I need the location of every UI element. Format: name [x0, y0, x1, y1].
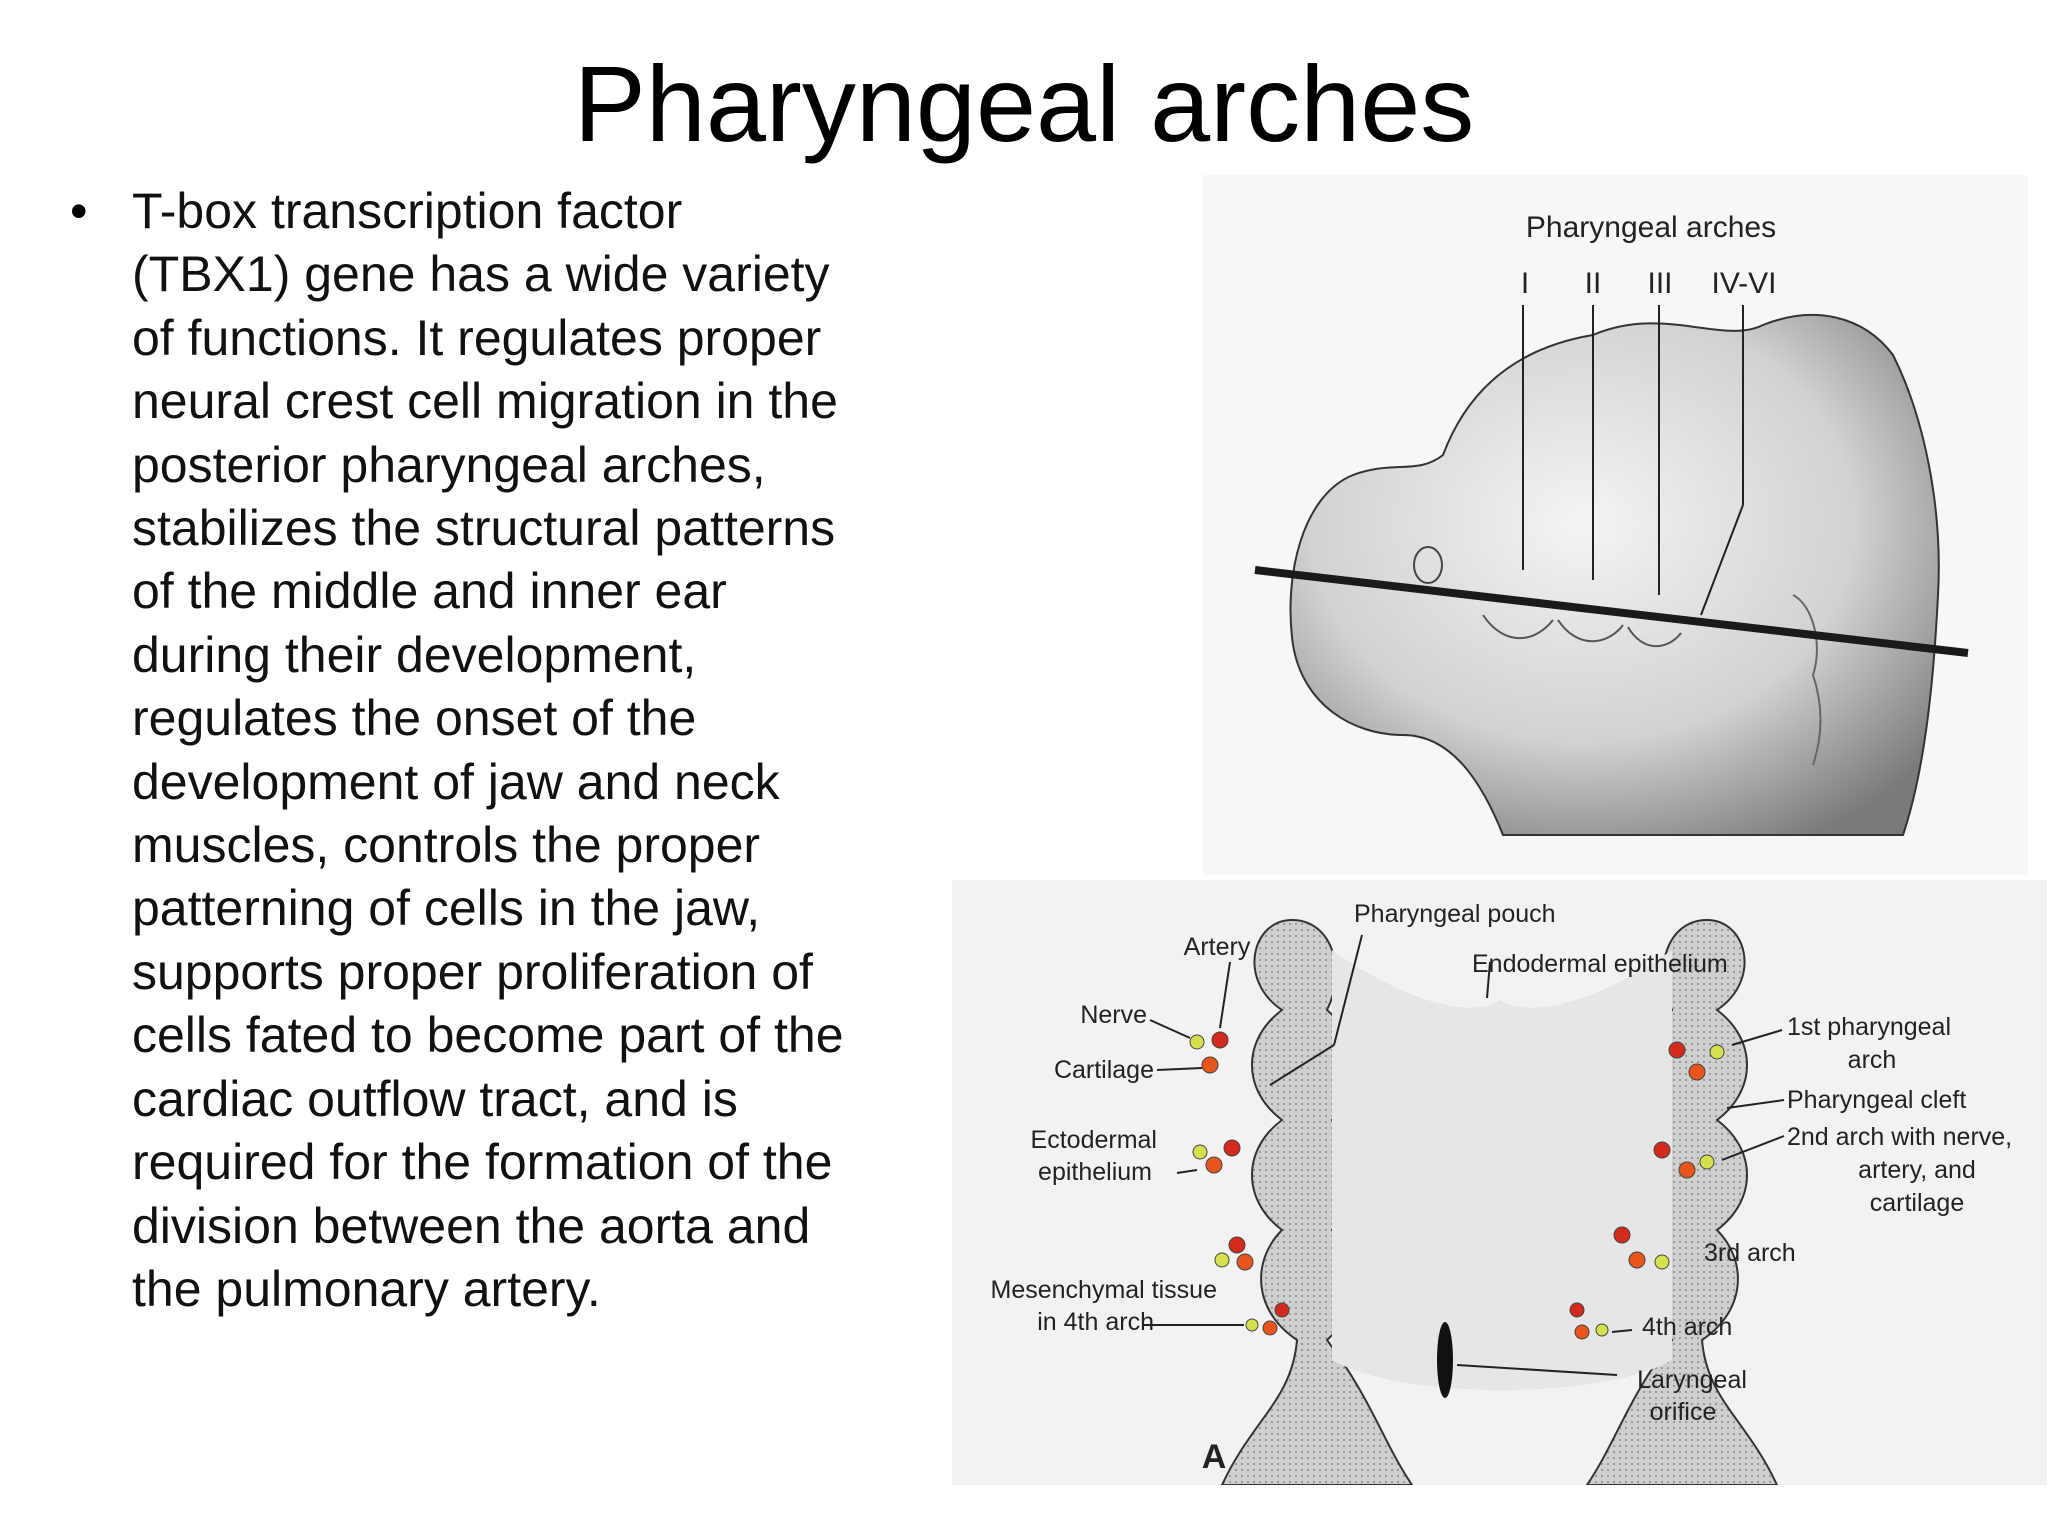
cartilage-dot	[1205, 1156, 1223, 1174]
leader-pouch-b	[1269, 1044, 1335, 1086]
cartilage-dot	[1262, 1320, 1278, 1336]
label-ectodermal: Ectodermal	[1031, 1126, 1157, 1154]
label-pharyngeal-pouch: Pharyngeal pouch	[1354, 900, 1556, 928]
cartilage-dot	[1574, 1324, 1590, 1340]
cartilage-dot	[1628, 1251, 1646, 1269]
arch-label-2: II	[1585, 267, 1602, 300]
leader-cartilage	[1156, 1067, 1203, 1071]
embryo-illustration: Pharyngeal arches I II III IV-VI	[1203, 175, 2028, 875]
pointer-arch-4b	[1700, 504, 1744, 616]
nerve-dot	[1699, 1154, 1715, 1170]
label-pharyngeal-cleft: Pharyngeal cleft	[1787, 1086, 1966, 1114]
leader-second-arch	[1721, 1135, 1785, 1161]
label-mesenchymal: Mesenchymal tissue	[991, 1276, 1217, 1304]
artery-dot	[1653, 1141, 1671, 1159]
embryo-body	[1289, 314, 1940, 836]
leader-fourth-arch	[1611, 1329, 1633, 1333]
nerve-dot	[1654, 1254, 1670, 1270]
bullet-text: T-box transcription factor (TBX1) gene h…	[132, 183, 844, 1317]
cartilage-dot	[1201, 1056, 1219, 1074]
artery-dot	[1211, 1031, 1229, 1049]
leader-nerve	[1149, 1019, 1191, 1039]
leader-ectoderm	[1176, 1169, 1198, 1174]
label-fourth-arch: 4th arch	[1642, 1313, 1732, 1341]
artery-dot	[1613, 1226, 1631, 1244]
nerve-dot	[1709, 1044, 1725, 1060]
label-artery: Artery	[1184, 933, 1251, 961]
label-orifice: orifice	[1650, 1398, 1717, 1426]
nerve-dot	[1214, 1252, 1230, 1268]
leader-cleft	[1726, 1099, 1785, 1109]
label-second-arch-2: artery, and	[1858, 1156, 1976, 1184]
embryo-figure: Pharyngeal arches I II III IV-VI	[1203, 175, 2028, 875]
nerve-dot	[1192, 1144, 1208, 1160]
embryo-heading: Pharyngeal arches	[1526, 211, 1776, 244]
arch-bulge-1	[1482, 614, 1554, 640]
label-first-arch-2: arch	[1848, 1046, 1897, 1074]
label-second-arch-3: cartilage	[1870, 1189, 1965, 1217]
label-laryngeal: Laryngeal	[1637, 1366, 1747, 1394]
otic-placode	[1413, 546, 1443, 584]
label-in-4th-arch: in 4th arch	[1037, 1308, 1154, 1336]
leader-laryngeal	[1456, 1364, 1618, 1376]
somites	[1792, 594, 1822, 766]
label-second-arch: 2nd arch with nerve,	[1787, 1123, 2012, 1151]
artery-dot	[1668, 1041, 1686, 1059]
laryngeal-orifice-shape	[1437, 1322, 1453, 1398]
artery-dot	[1228, 1236, 1246, 1254]
section-line	[1254, 566, 1969, 657]
leader-artery	[1219, 961, 1231, 1029]
leader-endoderm	[1486, 961, 1491, 999]
leader-pouch	[1333, 934, 1363, 1046]
label-third-arch: 3rd arch	[1704, 1239, 1796, 1267]
label-epithelium: epithelium	[1038, 1158, 1152, 1186]
arch-bulge-3	[1627, 626, 1682, 648]
artery-dot	[1274, 1302, 1290, 1318]
nerve-dot	[1245, 1318, 1259, 1332]
section-figure: Pharyngeal pouch Artery Endodermal epith…	[952, 880, 2047, 1486]
panel-letter: A	[1202, 1438, 1227, 1476]
cartilage-dot	[1236, 1253, 1254, 1271]
nerve-dot	[1189, 1034, 1205, 1050]
label-nerve: Nerve	[1080, 1001, 1147, 1029]
section-illustration: Pharyngeal pouch Artery Endodermal epith…	[952, 880, 2047, 1486]
arch-bulge-2	[1557, 619, 1624, 643]
label-first-arch: 1st pharyngeal	[1787, 1013, 1951, 1041]
slide-title: Pharyngeal arches	[573, 43, 1475, 164]
artery-dot	[1223, 1139, 1241, 1157]
arch-label-3: III	[1647, 267, 1672, 300]
cartilage-dot	[1678, 1161, 1696, 1179]
label-cartilage: Cartilage	[1054, 1056, 1154, 1084]
arch-label-1: I	[1521, 267, 1529, 300]
leader-first-arch	[1731, 1029, 1783, 1046]
nerve-dot	[1595, 1323, 1609, 1337]
bullet-marker: •	[70, 183, 88, 239]
pharynx-lumen	[1332, 950, 1672, 1390]
cartilage-dot	[1688, 1063, 1706, 1081]
artery-dot	[1569, 1302, 1585, 1318]
arch-label-4: IV-VI	[1711, 267, 1776, 300]
label-endodermal-epithelium: Endodermal epithelium	[1472, 950, 1728, 978]
